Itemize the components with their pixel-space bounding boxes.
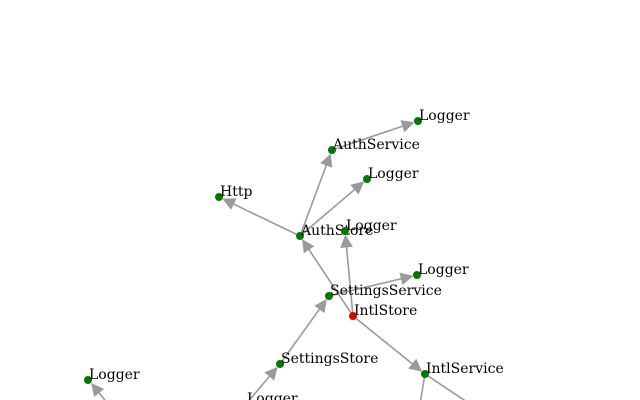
node-dot [276,360,284,368]
edge-stub-to-logger-left [91,383,106,400]
node-dot [341,227,349,235]
node-label: Logger [419,108,470,124]
node-intlservice: IntlService [421,361,504,378]
node-intlstore: IntlStore [349,303,417,320]
node-dot [413,271,421,279]
node-label: AuthService [332,137,420,153]
node-logger: Logger [247,391,298,400]
node-label: Logger [247,391,298,400]
node-logger: Logger [341,218,397,235]
node-dot [215,193,223,201]
node-label: Logger [89,367,140,383]
edge-n_authstore-to-n_http [222,198,297,235]
node-dot [414,117,422,125]
node-http: Http [215,184,252,201]
node-label: SettingsService [330,283,442,299]
edge-stubs-layer [91,373,466,400]
node-logger: Logger [84,367,140,384]
node-label: IntlStore [354,303,417,319]
node-authservice: AuthService [328,137,420,154]
node-label: AuthStore [300,223,373,239]
edge-n_settingsservice-to-n_logger_4 [332,272,414,296]
edge-stub-intlservice-down [419,373,426,400]
node-settingsservice: SettingsService [325,283,442,300]
node-logger: Logger [363,166,419,183]
nodes-layer: LoggerAuthServiceLoggerHttpAuthStoreLogg… [84,108,504,400]
node-dot [325,292,333,300]
node-label: Logger [368,166,419,182]
node-label: IntlService [426,361,504,377]
edge-n_authstore-to-n_authservice [300,153,333,233]
edge-stub-intlservice-out [424,373,466,400]
edges-layer [222,120,423,400]
edge-n_intlstore-to-n_intlservice [355,317,423,372]
edge-n_logger_bottom-to-n_settingsstore [248,366,278,400]
node-dot [363,175,371,183]
edge-n_authservice-to-n_logger_top [335,120,415,150]
edge-n_intlstore-to-n_logger_3 [340,234,354,313]
node-logger: Logger [414,108,470,125]
node-label: SettingsStore [281,351,378,367]
node-dot [296,232,304,240]
node-label: Http [220,184,252,200]
edge-n_authstore-to-n_logger_2 [302,181,365,235]
node-dot [328,146,336,154]
node-dot [349,312,357,320]
node-settingsstore: SettingsStore [276,351,378,368]
node-authstore: AuthStore [296,223,373,240]
node-logger: Logger [413,262,469,279]
node-label: Logger [418,262,469,278]
node-dot [421,370,429,378]
edge-n_settingsstore-to-n_settingsservice [281,299,327,362]
node-dot [84,376,92,384]
node-label: Logger [346,218,397,234]
edge-n_intlstore-to-n_authstore [302,239,352,314]
